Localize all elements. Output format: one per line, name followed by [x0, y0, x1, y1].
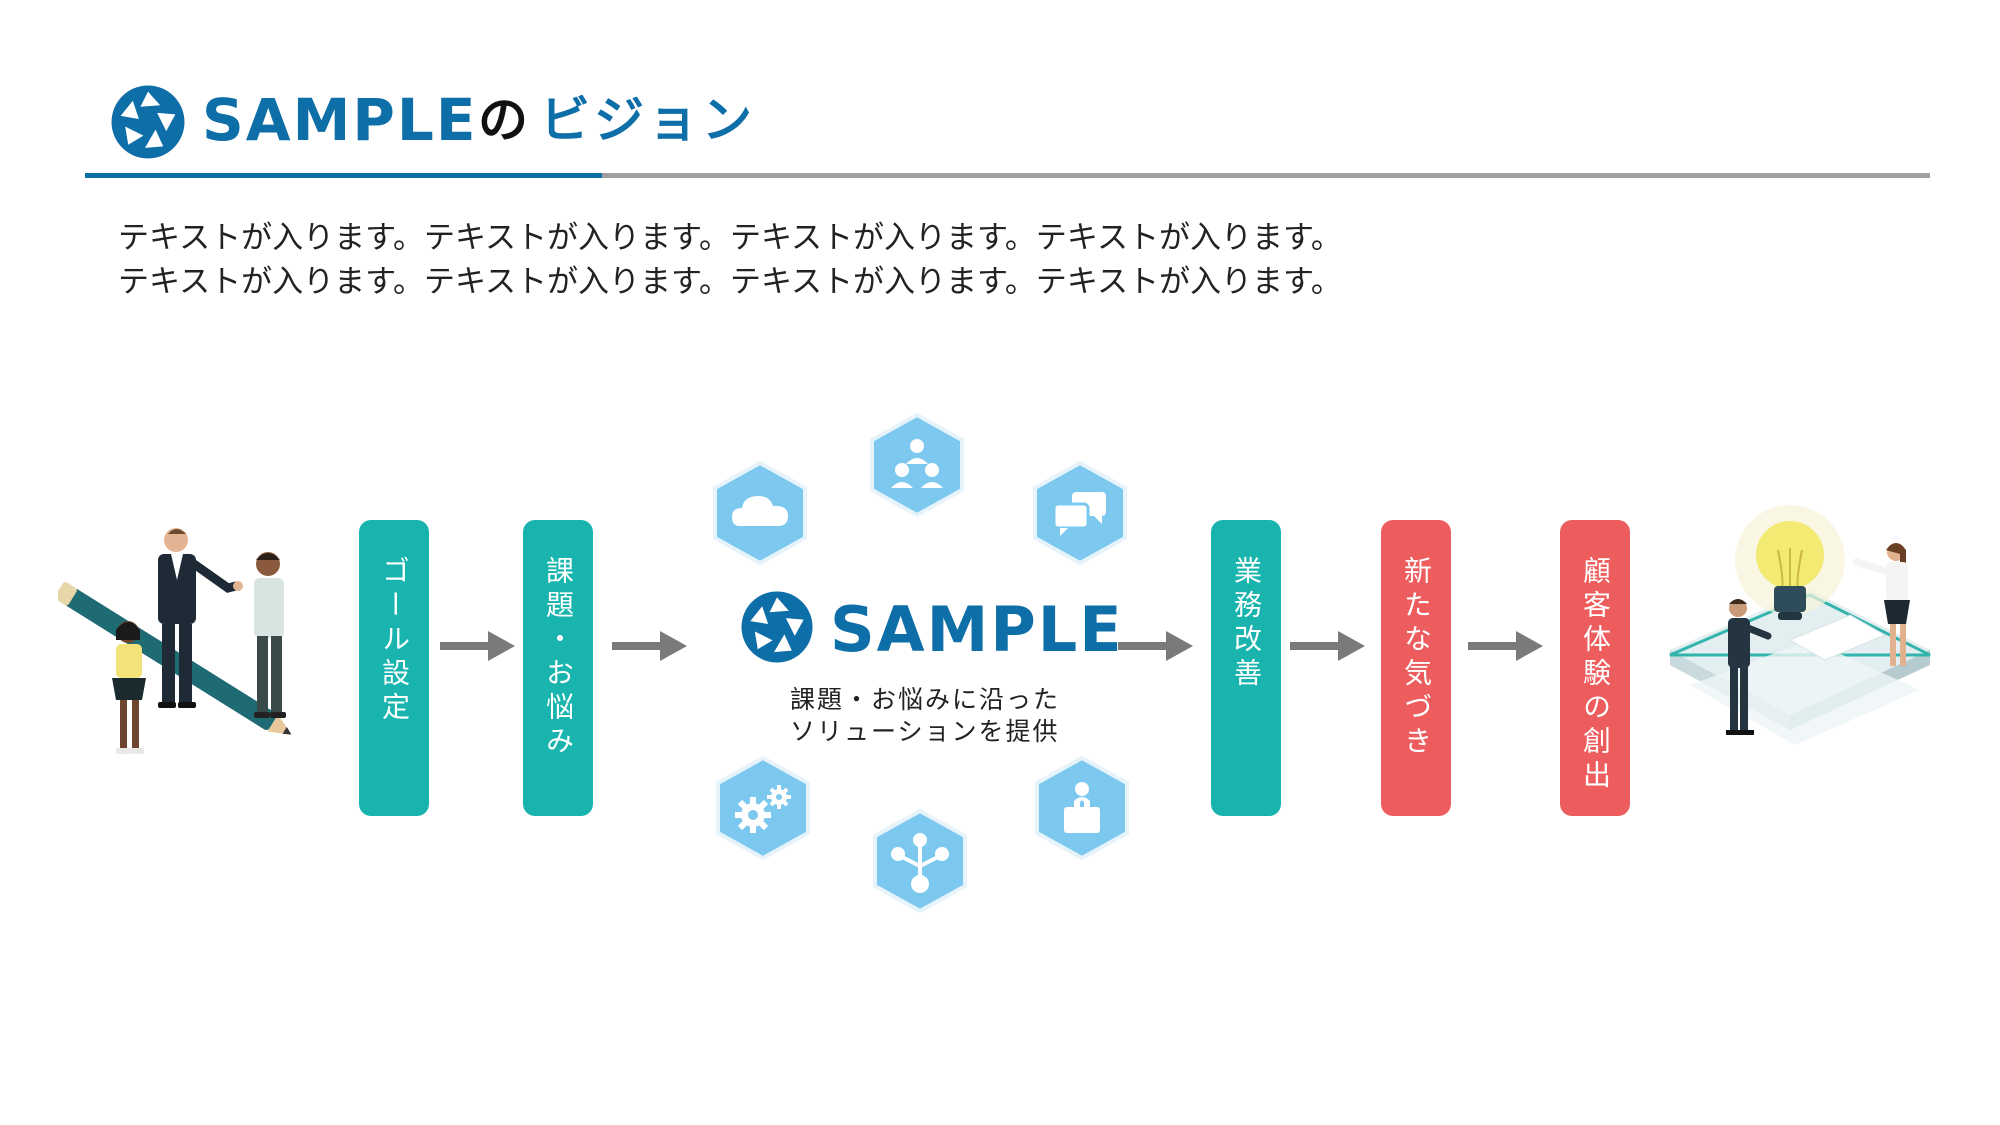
cloud-icon: [713, 460, 807, 566]
center-caption-line-1: 課題・お悩みに沿った: [790, 685, 1061, 714]
step-issues: 課題・お悩み: [523, 520, 593, 816]
arrow-right-icon: [1290, 631, 1365, 661]
network-icon: [873, 808, 967, 914]
body-text-line-1: テキストが入ります。テキストが入ります。テキストが入ります。テキストが入ります。: [118, 220, 1342, 256]
step-customer-experience-label: 顧客体験の創出: [1579, 556, 1612, 794]
step-goal-setting: ゴール設定: [359, 520, 429, 816]
title-divider: [85, 173, 1930, 178]
page-title-particle: の: [478, 91, 528, 149]
arrow-right-icon: [1468, 631, 1543, 661]
body-text-line-2: テキストが入ります。テキストが入ります。テキストが入ります。テキストが入ります。: [118, 264, 1342, 300]
gears-icon: [716, 755, 810, 861]
step-new-insights: 新たな気づき: [1381, 520, 1451, 816]
person-lock-icon: [1035, 755, 1129, 861]
title-divider-accent: [85, 173, 602, 178]
chat-icon: [1033, 460, 1127, 566]
step-issues-label: 課題・お悩み: [542, 556, 575, 760]
step-goal-setting-label: ゴール設定: [378, 556, 411, 726]
page-title-brand: SAMPLE: [202, 86, 478, 154]
center-caption-line-2: ソリューションを提供: [790, 717, 1060, 746]
arrow-right-icon: [1118, 631, 1193, 661]
brand-logo-icon: [741, 591, 813, 663]
team-icon: [870, 412, 964, 518]
page-title: ビジョン: [540, 91, 756, 149]
arrow-right-icon: [612, 631, 687, 661]
step-operational-improvement-label: 業務改善: [1230, 556, 1263, 692]
arrow-right-icon: [440, 631, 515, 661]
step-new-insights-label: 新たな気づき: [1400, 556, 1433, 760]
step-operational-improvement: 業務改善: [1211, 520, 1281, 816]
brand-logo-icon: [111, 85, 185, 159]
team-illustration: [58, 528, 292, 754]
step-customer-experience: 顧客体験の創出: [1560, 520, 1630, 816]
lightbulb-illustration: [1669, 505, 1931, 745]
center-brand-name: SAMPLE: [830, 593, 1124, 666]
